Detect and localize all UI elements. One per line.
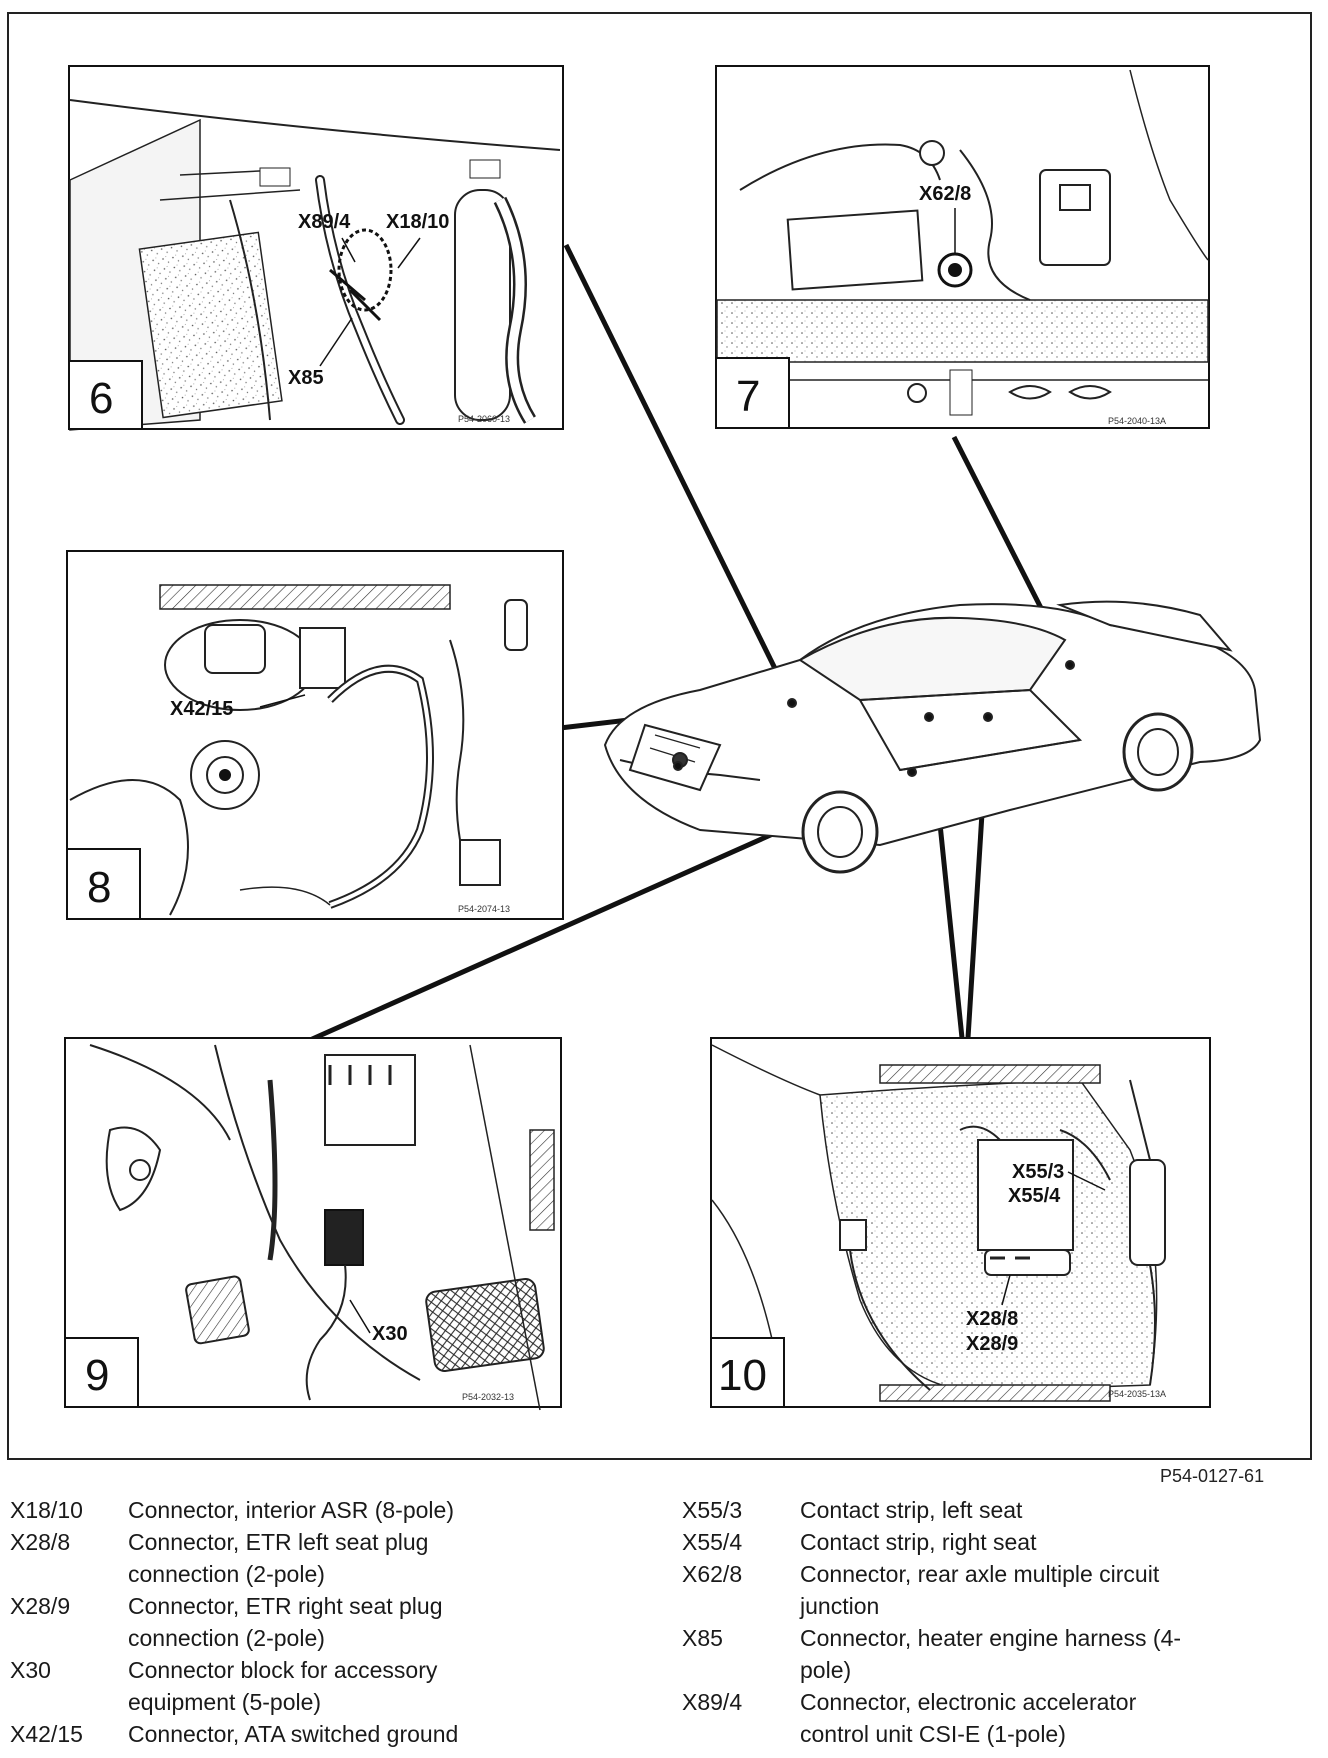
legend-item: X30 Connector block for accessory equipm… <box>10 1654 528 1718</box>
callout-x30: X30 <box>372 1323 408 1345</box>
legend-description: Connector, interior ASR (8-pole) <box>128 1497 454 1523</box>
callout-x62-8: X62/8 <box>919 183 971 205</box>
legend-item: X62/8 Connector, rear axle multiple circ… <box>682 1558 1200 1622</box>
car-illustration <box>603 600 1262 874</box>
legend-code: X28/8 <box>10 1529 71 1555</box>
legend-description: Contact strip, right seat <box>800 1529 1037 1555</box>
callout-x55-3: X55/3 <box>1012 1161 1064 1183</box>
legend-item: X55/3 Contact strip, left seat <box>682 1494 1200 1526</box>
callout-x55-4: X55/4 <box>1008 1185 1061 1207</box>
panel-number-7: 7 <box>736 372 760 421</box>
callout-x28-8: X28/8 <box>966 1308 1018 1330</box>
figure-reference: P54-0127-61 <box>1160 1466 1265 1486</box>
panel-9: X30 9 P54-2032-13 <box>65 1038 562 1411</box>
legend-description: Connector, ETR right seat plug connectio… <box>128 1593 443 1651</box>
panel-7: X62/8 7 P54-2040-13A <box>715 65 1210 429</box>
diagram-scene: X89/4 X18/10 X85 6 P54-2060-13 X62/8 7 P… <box>0 0 1262 1411</box>
legend-right: X55/3 Contact strip, left seat X55/4 Con… <box>682 1494 1200 1750</box>
legend-item: X28/8 Connector, ETR left seat plug conn… <box>10 1526 528 1590</box>
callout-x89-4: X89/4 <box>298 211 351 233</box>
panel-code-6: P54-2060-13 <box>458 414 510 424</box>
diagram-frame <box>7 12 1312 1460</box>
panel-6: X89/4 X18/10 X85 6 P54-2060-13 <box>68 65 564 431</box>
legend-code: X30 <box>10 1657 51 1683</box>
callout-x42-15: X42/15 <box>170 698 233 720</box>
callout-x18-10: X18/10 <box>386 211 449 233</box>
panel-number-8: 8 <box>87 863 111 912</box>
panel-code-10: P54-2035-13A <box>1108 1389 1166 1399</box>
panel-8: X42/15 8 P54-2074-13 <box>66 550 564 920</box>
legend-item: X85 Connector, heater engine harness (4-… <box>682 1622 1200 1686</box>
panel-10: X55/3 X55/4 X28/8 X28/9 10 P54-2035-13A <box>710 1037 1211 1408</box>
legend-code: X55/4 <box>682 1529 743 1555</box>
legend-description: Connector, electronic accelerator contro… <box>800 1689 1137 1747</box>
legend-item: X28/9 Connector, ETR right seat plug con… <box>10 1590 528 1654</box>
legend-item: X42/15 Connector, ATA switched ground <box>10 1718 528 1750</box>
callout-x28-9: X28/9 <box>966 1333 1018 1355</box>
legend-left: X18/10 Connector, interior ASR (8-pole) … <box>10 1494 528 1750</box>
legend-item: X18/10 Connector, interior ASR (8-pole) <box>10 1494 528 1526</box>
legend-description: Connector, heater engine harness (4-pole… <box>800 1625 1182 1683</box>
legend-description: Connector block for accessory equipment … <box>128 1657 438 1715</box>
legend-item: X89/4 Connector, electronic accelerator … <box>682 1686 1200 1750</box>
panel-code-9: P54-2032-13 <box>462 1392 514 1402</box>
panel-number-10: 10 <box>718 1351 767 1400</box>
legend-code: X28/9 <box>10 1593 71 1619</box>
legend-code: X85 <box>682 1625 723 1651</box>
legend-code: X55/3 <box>682 1497 743 1523</box>
panel-code-7: P54-2040-13A <box>1108 416 1166 426</box>
legend-code: X42/15 <box>10 1721 83 1747</box>
legend-code: X89/4 <box>682 1689 743 1715</box>
legend-description: Connector, rear axle multiple circuit ju… <box>800 1561 1160 1619</box>
legend-code: X62/8 <box>682 1561 743 1587</box>
panel-number-6: 6 <box>89 374 113 423</box>
legend-code: X18/10 <box>10 1497 83 1523</box>
callout-x85: X85 <box>288 367 324 389</box>
panel-code-8: P54-2074-13 <box>458 904 510 914</box>
legend-description: Connector, ETR left seat plug connection… <box>128 1529 429 1587</box>
legend-description: Contact strip, left seat <box>800 1497 1023 1523</box>
legend-description: Connector, ATA switched ground <box>128 1721 459 1747</box>
legend-item: X55/4 Contact strip, right seat <box>682 1526 1200 1558</box>
panel-number-9: 9 <box>85 1351 109 1400</box>
